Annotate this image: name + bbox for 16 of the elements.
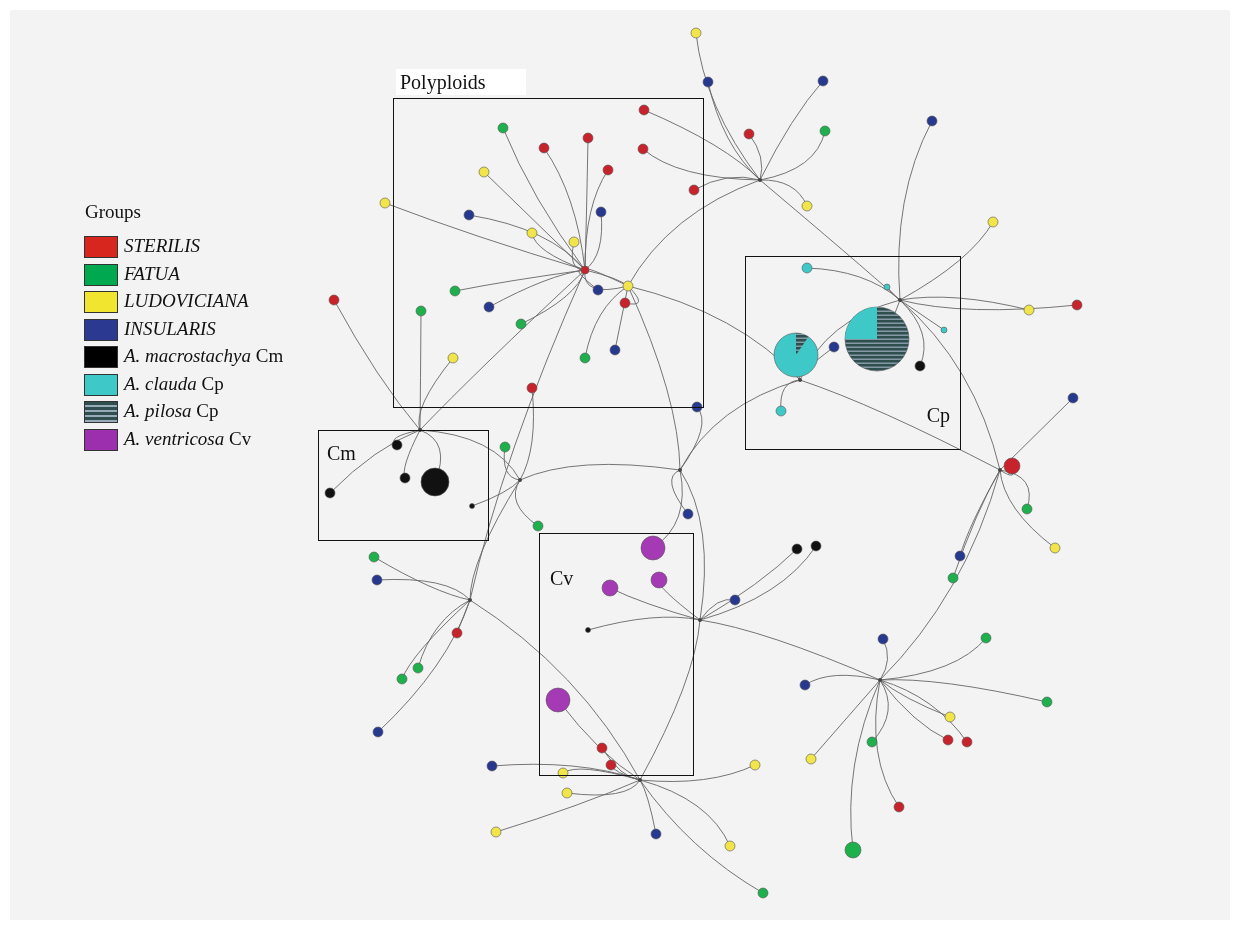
legend-label: A. clauda Cp <box>124 372 224 396</box>
legend-label: A. macrostachya Cm <box>124 345 284 368</box>
legend-label: INSULARIS <box>124 317 216 341</box>
legend-label: FATUA <box>124 262 180 286</box>
legend-label: A. pilosa Cp <box>124 400 219 423</box>
group-label: Polyploids <box>396 69 526 95</box>
group-label: Cm <box>327 441 356 465</box>
legend-label: STERILIS <box>124 235 200 258</box>
group-label: Cp <box>926 403 950 427</box>
legend-label: LUDOVICIANA <box>124 290 249 313</box>
group-box <box>318 430 489 541</box>
legend-title: Groups <box>85 201 141 224</box>
group-box <box>539 533 694 776</box>
group-box <box>745 256 961 450</box>
legend-label: A. ventricosa Cv <box>124 427 252 451</box>
group-label: Cv <box>550 566 574 590</box>
